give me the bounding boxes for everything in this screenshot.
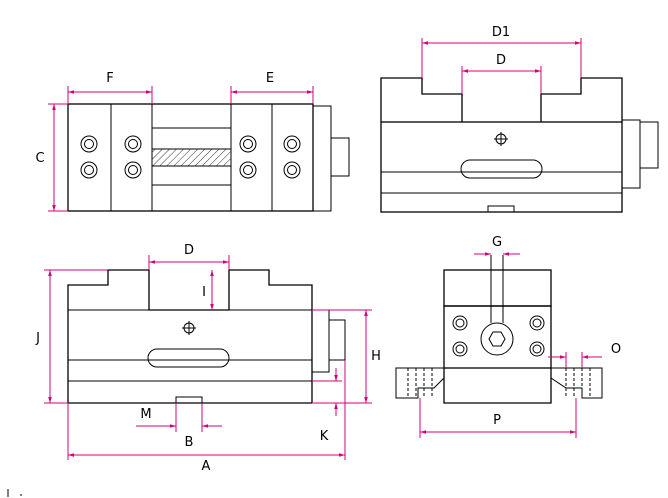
- bolt-hole-icon: [80, 135, 301, 179]
- top-view-handle-block: [312, 105, 332, 212]
- end-view: G O P: [395, 235, 621, 438]
- screw-head: [480, 322, 514, 356]
- crosshair-icon: [494, 132, 508, 146]
- dim-label-k: K: [320, 429, 329, 444]
- lead-screw-hatch: [151, 148, 232, 167]
- dim-label-i: I: [202, 285, 206, 300]
- dim-label-g: G: [492, 235, 502, 250]
- dim-label-e: E: [266, 71, 274, 86]
- front-view: D I J H K M B A: [35, 243, 381, 474]
- dim-label-p: P: [493, 413, 501, 428]
- top-view-handle: [330, 137, 350, 177]
- slot: [460, 159, 543, 179]
- dim-label-f: F: [106, 71, 113, 86]
- right-clamp: [550, 367, 603, 399]
- side-view: D1 D: [380, 25, 659, 213]
- crosshair-icon: [182, 321, 196, 335]
- dim-label-o: O: [611, 342, 621, 357]
- top-view: F E C: [35, 71, 350, 212]
- dim-label-h: H: [371, 349, 381, 364]
- dim-label-m: M: [140, 407, 151, 422]
- corner-mark: [7, 489, 22, 497]
- bolt-hole-icon: [452, 315, 545, 357]
- left-clamp: [395, 367, 445, 399]
- dim-label-d-side: D: [496, 53, 506, 68]
- dim-label-c: C: [35, 151, 44, 166]
- dim-label-b: B: [185, 435, 194, 450]
- dim-label-d-front: D: [184, 243, 194, 258]
- dim-label-j: J: [35, 331, 40, 346]
- dim-label-d1: D1: [492, 25, 510, 40]
- dim-label-a: A: [202, 459, 211, 474]
